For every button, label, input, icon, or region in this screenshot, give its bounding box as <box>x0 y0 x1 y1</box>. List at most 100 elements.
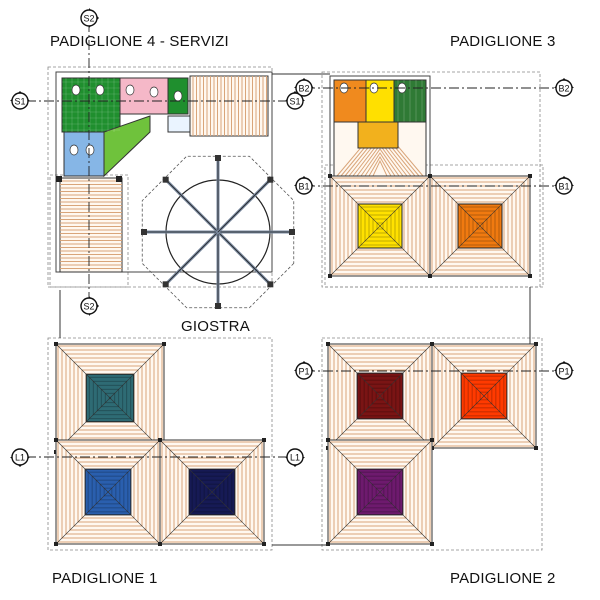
section-lines <box>26 22 558 546</box>
marker-label: B2 <box>558 84 569 94</box>
core-ring <box>475 387 493 405</box>
post <box>534 446 538 450</box>
timber-ring <box>161 441 263 543</box>
marker-label: S2 <box>83 302 94 312</box>
dashed-boundary <box>47 66 273 288</box>
core-ring <box>88 376 132 420</box>
core-ring <box>87 471 129 513</box>
timber-ring <box>451 197 509 255</box>
timber-ring <box>441 353 527 439</box>
wc-green-room <box>61 77 121 133</box>
core-ring <box>207 487 217 497</box>
section-marker-l1-right: L1 <box>285 448 305 467</box>
marker-label: S2 <box>83 14 94 24</box>
section-marker-s1-left: S1 <box>10 91 30 110</box>
toilet-fixture <box>125 84 135 96</box>
pavilion-3 <box>328 75 532 278</box>
section-marker-s2-bottom: S2 <box>80 296 99 316</box>
timber-ring <box>341 357 419 435</box>
marker-circle <box>80 9 98 27</box>
section-marker-p1-right: P1 <box>554 361 574 380</box>
carousel-post <box>215 155 221 161</box>
pavilion-3-title: PADIGLIONE 3 <box>450 33 556 50</box>
pavilion-1-module-bottom-right <box>158 438 266 546</box>
post <box>116 176 122 182</box>
post <box>428 274 432 278</box>
core-ring <box>372 218 388 234</box>
core-ring <box>467 379 501 413</box>
timber-ring <box>351 197 409 255</box>
section-marker-b1-right: B1 <box>554 176 574 195</box>
pavilion-3-module-right <box>428 174 532 278</box>
carousel-arm-core <box>165 231 219 285</box>
timber-ring <box>433 345 535 447</box>
diagonal <box>327 439 433 545</box>
diagonal <box>431 343 537 449</box>
section-marker-b2-right: B2 <box>554 78 574 97</box>
carousel-title: GIOSTRA <box>181 318 250 335</box>
marker-circle <box>555 362 573 380</box>
marker-label: P1 <box>558 367 569 377</box>
marker-circle <box>286 448 304 466</box>
section-marker-s2-top: S2 <box>80 8 99 28</box>
core-ring <box>367 383 393 409</box>
timber-ring <box>349 365 411 427</box>
core-ring <box>368 214 392 238</box>
timber-ring <box>447 193 513 259</box>
carousel-post <box>289 229 295 235</box>
core-ring <box>191 471 233 513</box>
core-ring <box>371 483 389 501</box>
marker-circle <box>295 79 313 97</box>
pavilion-3-module-left <box>328 174 432 278</box>
timber-ring <box>341 453 419 531</box>
core-ring <box>91 475 125 509</box>
timber-ring <box>73 361 147 435</box>
toilet-fixture <box>85 144 95 156</box>
timber-ring <box>349 461 411 523</box>
core-ring <box>463 375 505 417</box>
core-ring <box>104 392 116 404</box>
core-ring <box>472 218 488 234</box>
timber-ring <box>443 189 517 263</box>
carousel-post <box>141 229 147 235</box>
pavilion-4-outline <box>55 71 273 273</box>
timber-ring <box>185 465 239 519</box>
wc-lightgreen-room <box>103 115 151 178</box>
marker-label: L1 <box>290 453 300 463</box>
timber-ring <box>343 189 417 263</box>
colored-core <box>357 121 399 149</box>
carousel-post <box>267 281 274 288</box>
wc-small-room <box>167 115 191 133</box>
post <box>162 342 166 346</box>
toilet-fixture <box>69 144 79 156</box>
core-ring <box>468 214 492 238</box>
carousel-arm-core <box>217 231 271 285</box>
post <box>430 342 434 346</box>
marker-circle <box>80 297 98 315</box>
core-ring <box>203 483 221 501</box>
core-ring <box>103 487 113 497</box>
timber-ring <box>437 349 531 443</box>
core-ring <box>364 210 396 242</box>
marker-label: S1 <box>289 97 300 107</box>
section-marker-b2-left: B2 <box>294 78 314 97</box>
carousel-post <box>267 176 274 183</box>
timber-ring <box>165 445 259 539</box>
core-ring <box>363 379 397 413</box>
timber-ring <box>457 369 511 423</box>
pavilion-2-module-bottom <box>326 438 434 546</box>
core-ring <box>199 479 225 505</box>
timber-ring <box>177 457 247 527</box>
wc-blue-room <box>63 131 105 177</box>
pavilion-2-module-top-right <box>430 342 538 450</box>
timber-ring <box>69 453 147 531</box>
marker-label: B2 <box>298 84 309 94</box>
post <box>326 438 330 442</box>
core-ring <box>359 471 401 513</box>
carousel-post <box>215 303 221 309</box>
timber-ring <box>81 369 139 427</box>
timber-ring <box>353 465 407 519</box>
diagonal <box>55 343 165 453</box>
